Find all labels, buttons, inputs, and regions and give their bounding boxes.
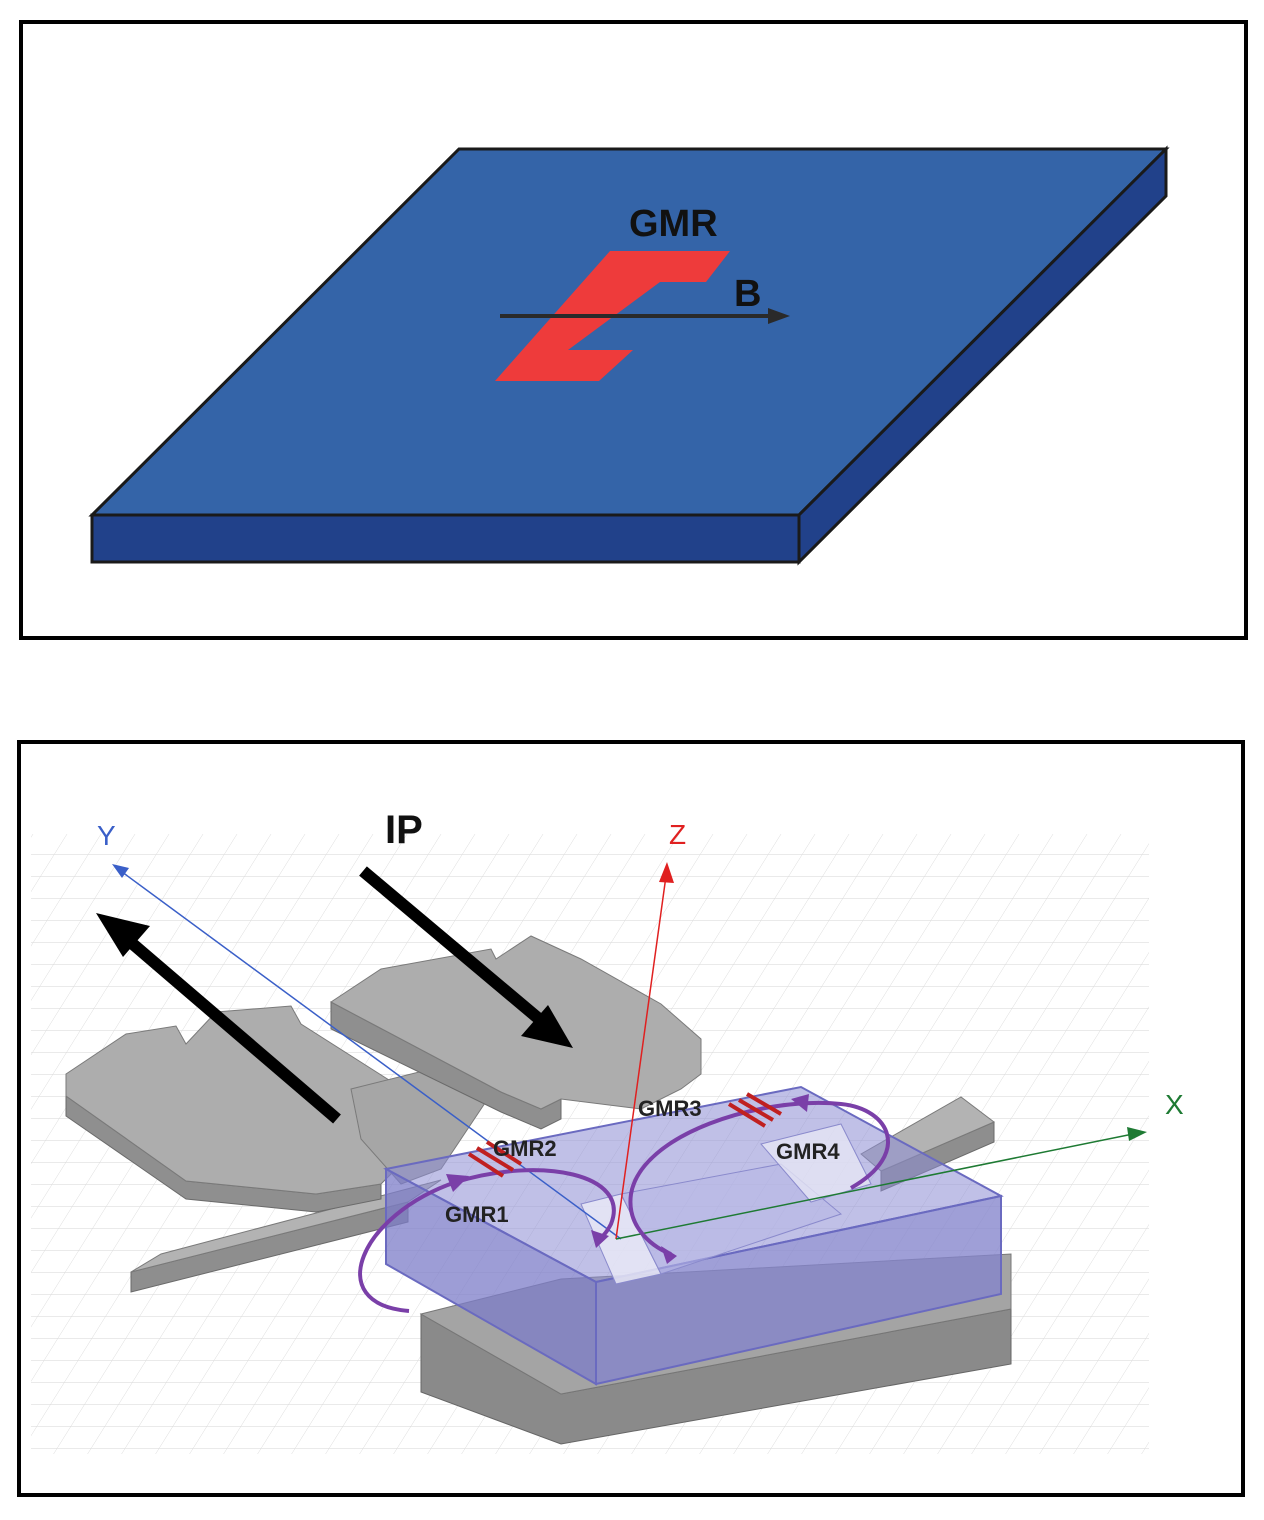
axis-y-label: Y (97, 820, 116, 851)
axis-z-label: Z (669, 819, 686, 850)
current-arrow-out (96, 913, 341, 1124)
top-panel: GMR B (19, 20, 1248, 640)
current-label: IP (385, 808, 423, 852)
field-arrow-head (768, 308, 790, 324)
sensor-label-gmr3: GMR3 (638, 1096, 702, 1121)
gmr-label: GMR (629, 203, 718, 245)
conductor-body (65, 935, 1012, 1445)
conductor-3d-diagram: Y Z X IP (31, 808, 1184, 1454)
sensor-label-gmr1: GMR1 (445, 1202, 509, 1227)
field-label: B (734, 273, 761, 315)
sensor-chip (383, 1085, 1004, 1386)
axis-x: X (615, 1089, 1184, 1240)
sensor-label-gmr4: GMR4 (776, 1139, 840, 1164)
axis-x-label: X (1165, 1089, 1184, 1120)
bottom-panel: Y Z X IP (17, 740, 1245, 1497)
gmr-marks-right (727, 1092, 783, 1128)
axis-y: Y (97, 820, 622, 1240)
gmr-marks-left (467, 1140, 523, 1178)
sensor-label-gmr2: GMR2 (493, 1136, 557, 1161)
plate-front-face (90, 513, 801, 564)
plate-diagram: GMR B (88, 145, 1170, 566)
field-loop-right (628, 1094, 890, 1264)
current-arrow-in (359, 866, 573, 1048)
axis-z: Z (615, 819, 686, 1240)
